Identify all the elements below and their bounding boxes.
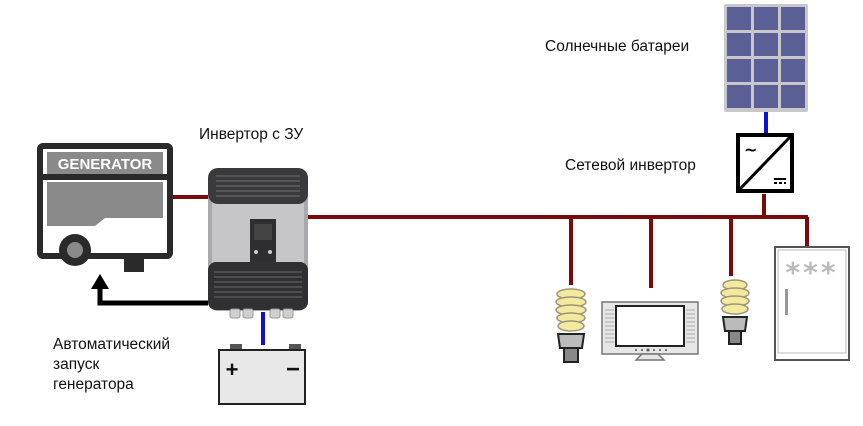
fridge-handle-icon <box>785 289 788 315</box>
solar-cell <box>781 85 805 108</box>
generator-stand-icon <box>124 254 144 272</box>
battery-plus-icon: + <box>226 357 239 382</box>
grid-inverter: ~ <box>736 133 794 193</box>
solar-cell <box>754 33 778 56</box>
tv <box>601 301 699 361</box>
battery: + − <box>218 344 306 405</box>
grid-inverter-label: Сетевой инвертор <box>565 157 696 174</box>
fridge-freezer-icon: *** <box>786 256 839 289</box>
solar-cell <box>754 7 778 30</box>
solar-cell <box>727 33 751 56</box>
solar-panel <box>724 4 808 112</box>
solar-cell <box>727 59 751 82</box>
ac-symbol-icon: ~ <box>744 140 757 159</box>
lamp-1 <box>555 288 587 363</box>
dc-symbol-icon <box>774 178 786 180</box>
battery-minus-icon: − <box>286 356 300 383</box>
arrowhead-icon <box>91 274 109 289</box>
control-line-autostart <box>97 285 208 306</box>
generator: GENERATOR <box>37 143 173 272</box>
auto-start-label: Автоматический запуск генератора <box>53 335 170 395</box>
solar-cell <box>781 7 805 30</box>
solar-cell <box>781 33 805 56</box>
inverter-charger <box>208 168 308 319</box>
solar-cell <box>727 85 751 108</box>
wires <box>91 112 809 345</box>
solar-cell <box>727 7 751 30</box>
auto-start-line-3: генератора <box>53 376 134 393</box>
lamp-2 <box>720 279 750 345</box>
inverter-charger-label: Инвертор с ЗУ <box>199 126 304 143</box>
auto-start-line-1: Автоматический <box>53 336 171 353</box>
auto-start-line-2: запуск <box>53 356 100 373</box>
solar-cell <box>781 59 805 82</box>
solar-cell <box>754 85 778 108</box>
solar-cell <box>754 59 778 82</box>
solar-panels-label: Солнечные батареи <box>545 38 690 55</box>
generator-label: GENERATOR <box>58 156 153 173</box>
fridge: *** <box>774 246 850 361</box>
